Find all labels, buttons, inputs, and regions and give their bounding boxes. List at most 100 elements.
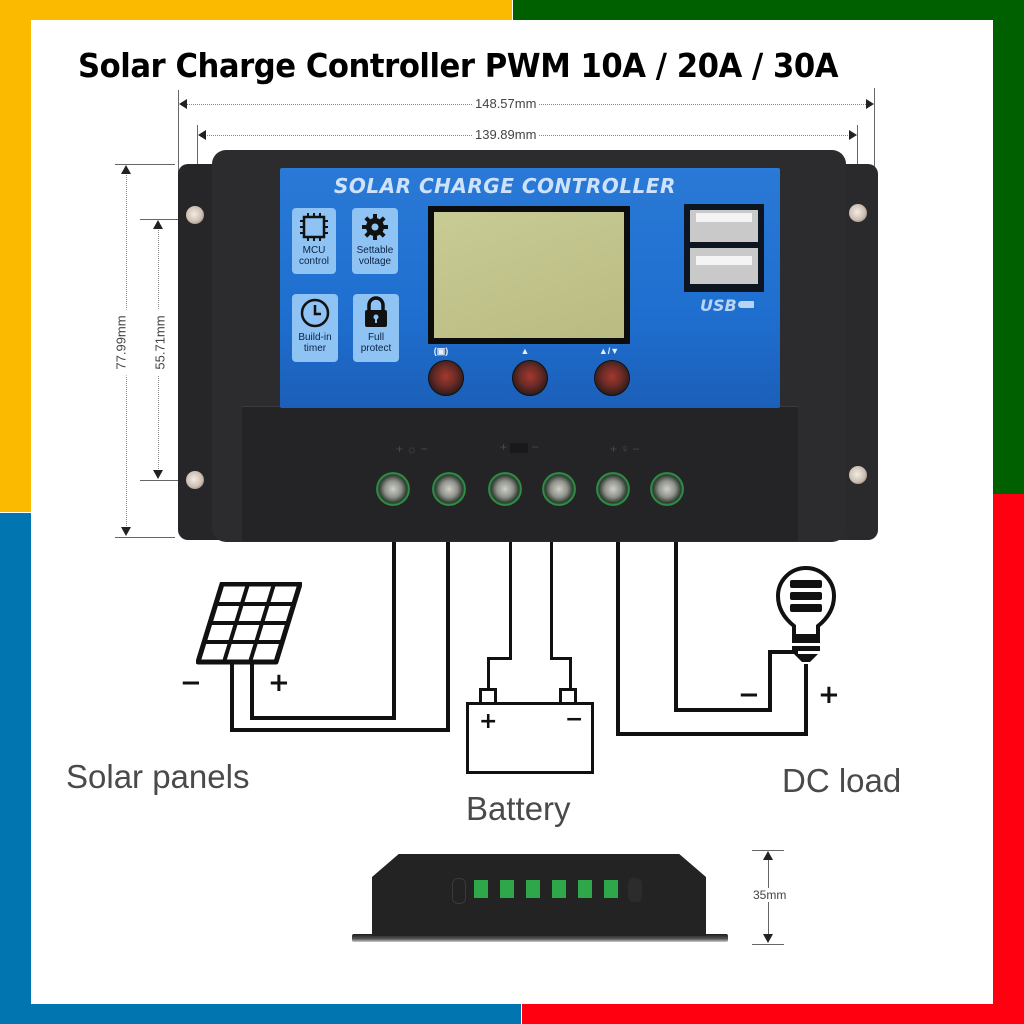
arrow-up-icon: [121, 165, 131, 174]
wire-solar-minus: [446, 542, 450, 732]
side-terminal: [474, 880, 488, 898]
dim-extension-right-outer: [874, 88, 875, 183]
frame-top-right: [513, 0, 1024, 20]
terminal-solar-plus: [376, 472, 410, 506]
mounting-hole: [186, 206, 204, 224]
feature-label-line2: voltage: [358, 256, 392, 267]
usb-port[interactable]: [690, 210, 758, 242]
load-plus-sign: +: [818, 680, 840, 710]
feature-settable-voltage: Settable voltage: [352, 208, 398, 274]
usb-port[interactable]: [690, 248, 758, 284]
terminal-battery-plus: [488, 472, 522, 506]
button-label-menu: (▣): [433, 346, 449, 356]
wire-panel-plus: [250, 662, 254, 720]
down-button[interactable]: [594, 360, 630, 396]
arrow-down-icon: [153, 470, 163, 479]
button-label-up-down: ▲/▼: [598, 346, 620, 356]
side-port-blank: [628, 878, 642, 902]
dim-extension-depth-bottom: [752, 944, 784, 945]
wire-solar-plus-h: [250, 716, 396, 720]
lcd-screen: [434, 212, 624, 338]
arrow-left-icon: [179, 99, 187, 109]
wire-load-minus-h: [674, 708, 772, 712]
solar-panel-icon: [196, 582, 302, 665]
wire-load-plus-h: [616, 732, 808, 736]
mounting-hole: [186, 471, 204, 489]
solar-panels-label: Solar panels: [66, 758, 250, 795]
wire-panel-minus: [230, 662, 234, 732]
wire-battery-plus-v2: [487, 657, 490, 689]
wire-battery-minus-h: [550, 657, 572, 660]
feature-build-in-timer: Build-in timer: [292, 294, 338, 362]
terminal-solar-minus: [432, 472, 466, 506]
wire-solar-minus-h: [230, 728, 450, 732]
wire-battery-minus-v2: [569, 657, 572, 689]
terminal-battery-minus: [542, 472, 576, 506]
depth-label: 35mm: [750, 888, 790, 902]
side-base-plate: [352, 934, 728, 942]
menu-button[interactable]: [428, 360, 464, 396]
wire-load-plus-v: [804, 664, 808, 736]
up-button[interactable]: [512, 360, 548, 396]
wire-load-minus-v: [768, 650, 772, 712]
terminal-label-battery: + −: [500, 440, 539, 454]
load-minus-sign: −: [738, 680, 760, 710]
frame-right-top: [993, 0, 1024, 494]
wire-battery-plus: [509, 542, 512, 660]
side-terminal: [552, 880, 566, 898]
side-terminal: [526, 880, 540, 898]
wire-solar-plus: [392, 542, 396, 720]
wire-load-minus-top: [768, 650, 798, 654]
usb-ports[interactable]: [684, 204, 764, 292]
terminal-load-plus: [596, 472, 630, 506]
controller-front-view: SOLAR CHARGE CONTROLLER MCU control Sett…: [178, 150, 878, 542]
battery-minus-sign: −: [565, 707, 584, 732]
dim-extension-top-outer: [115, 164, 175, 165]
feature-label-line2: protect: [360, 343, 392, 354]
feature-label-line1: Settable: [356, 245, 394, 256]
usb-plug-icon: [738, 301, 754, 308]
arrow-down-icon: [763, 934, 773, 943]
dim-extension-depth-top: [752, 850, 784, 851]
wire-load-minus: [674, 542, 678, 712]
usb-tongue: [696, 213, 752, 222]
usb-tongue: [696, 256, 752, 265]
dc-load-label: DC load: [782, 762, 902, 799]
feature-label-line1: MCU: [302, 245, 326, 256]
frame-bottom-right: [522, 1004, 1024, 1024]
mounting-hole: [849, 204, 867, 222]
side-terminal: [500, 880, 514, 898]
chip-icon: [300, 213, 328, 241]
battery-plus-sign: +: [479, 709, 498, 734]
hole-width-label: 139.89mm: [472, 127, 540, 142]
usb-label: USB: [700, 296, 737, 315]
solar-minus-sign: −: [180, 668, 202, 698]
overall-height-label: 77.99mm: [113, 309, 129, 376]
arrow-right-icon: [849, 130, 857, 140]
frame-right-bottom: [993, 494, 1024, 1024]
terminal-label-solar: + ☼ −: [396, 442, 428, 456]
overall-width-label: 148.57mm: [472, 96, 540, 111]
panel-title: SOLAR CHARGE CONTROLLER: [334, 174, 676, 198]
arrow-up-icon: [153, 220, 163, 229]
battery-icon: + −: [466, 702, 594, 774]
front-panel: SOLAR CHARGE CONTROLLER MCU control Sett…: [280, 168, 780, 408]
wire-battery-plus-h: [487, 657, 512, 660]
feature-label-line1: Build-in: [298, 332, 332, 343]
wire-load-plus: [616, 542, 620, 736]
frame-bottom-left: [0, 1004, 521, 1024]
arrow-right-icon: [866, 99, 874, 109]
frame-top-left: [0, 0, 512, 20]
battery-terminal-minus: [559, 688, 577, 702]
terminal-label-load: + ♀ −: [610, 442, 640, 456]
feature-full-protect: Full protect: [353, 294, 399, 362]
solar-plus-sign: +: [268, 668, 290, 698]
feature-label-line2: control: [298, 256, 329, 267]
arrow-down-icon: [121, 527, 131, 536]
feature-mcu-control: MCU control: [292, 208, 336, 274]
hole-height-label: 55.71mm: [152, 309, 168, 376]
lock-icon: [365, 296, 387, 327]
dim-extension-bottom-outer: [115, 537, 175, 538]
dim-extension-bottom-inner: [140, 480, 195, 481]
arrow-up-icon: [763, 851, 773, 860]
